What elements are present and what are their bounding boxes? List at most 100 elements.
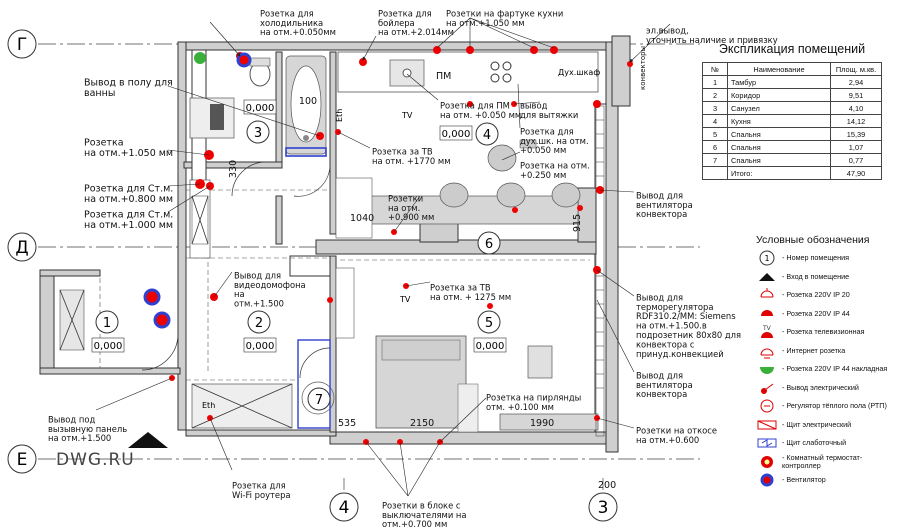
svg-text:1990: 1990	[530, 418, 554, 429]
callout-line: для вытяжки	[520, 110, 578, 120]
legend-item: - Розетка 220V IP 20	[752, 286, 898, 305]
callout-line: Вывод в полу для	[84, 78, 173, 89]
callout-line: вызывную панель	[48, 424, 127, 434]
room-number-cell: 2	[702, 88, 728, 102]
callout-line: бойлера	[378, 18, 415, 28]
svg-text:Г: Г	[17, 35, 27, 55]
room-name-cell: Спальня	[727, 153, 831, 167]
legend-item: - Интернет розетка	[752, 342, 898, 361]
legend-item: - Щит слаботочный	[752, 434, 898, 453]
callout-elout: эл.вывод,уточнить наличие и привязку	[646, 25, 778, 44]
callout-line: на отм.	[388, 203, 420, 213]
callout-line: Розетка для	[378, 8, 432, 18]
legend-item: - Вход в помещение	[752, 268, 898, 287]
callout-line: Розетка для Ст.м.	[84, 184, 173, 195]
svg-text:5: 5	[485, 316, 493, 331]
callout-line: Вывод для	[636, 292, 683, 302]
callout-line: на отм. +1770 мм	[372, 156, 451, 166]
svg-text:TV: TV	[762, 325, 772, 332]
legend-item-label: - Комнатный термостат-контроллер	[782, 452, 863, 470]
room-area-cell: 15,39	[830, 127, 882, 141]
total-blank-cell	[702, 166, 728, 180]
callout-line: холодильника	[260, 18, 323, 28]
callout-line: Розетка для	[232, 480, 286, 490]
callout-line: Вывод для	[636, 370, 683, 380]
axis-marker-g: Г	[7, 29, 37, 59]
callout-line: вентилятора	[636, 380, 693, 390]
legend-item-label: - Розетка 220V IP 44	[782, 308, 850, 318]
room-name-cell: Кухня	[727, 114, 831, 128]
legend-item-label: - Номер помещения	[782, 253, 850, 263]
svg-text:3: 3	[598, 498, 609, 518]
callout-line: ванны	[84, 88, 115, 99]
doors	[141, 161, 331, 379]
bedroom-furniture	[59, 177, 599, 433]
floor-heating-regulator-icon	[760, 399, 774, 413]
axis-marker-4: 4	[329, 492, 359, 522]
svg-text:1: 1	[764, 254, 769, 263]
svg-text:Дух.шкаф: Дух.шкаф	[558, 68, 600, 77]
total-value-cell: 47,90	[830, 166, 882, 180]
callout-line: отм.+0.700 мм	[382, 519, 447, 529]
callout-line: Розетки в блоке с	[382, 500, 461, 510]
callout-line: конвектора с	[636, 339, 695, 349]
legend-item-label: - Розетка 220V IP 20	[782, 290, 850, 300]
callout-wm800: Розетка для Ст.м.на отм.+0.800 мм	[84, 184, 173, 206]
legend-item-label: - Вход в помещение	[782, 271, 850, 281]
watermark: DWG.RU	[56, 450, 135, 470]
callout-line: дух.шк. на отм.	[520, 136, 589, 146]
svg-text:2150: 2150	[410, 418, 434, 429]
callout-line: Розетка за ТВ	[430, 282, 491, 292]
svg-text:Eth: Eth	[202, 401, 215, 410]
room-labels: 1 0,000 2 0,000 3 0,000 4 0,000 5 0,000 …	[91, 68, 600, 411]
room-area-cell: 0,77	[830, 153, 882, 167]
callout-line: на отм.+0.800 мм	[84, 194, 173, 205]
callout-line: Розетка на отм.	[520, 160, 590, 170]
legend-item: - Комнатный термостат-контроллер	[752, 453, 898, 472]
callout-line: Розетки	[388, 193, 423, 203]
svg-text:Е: Е	[17, 450, 28, 470]
callout-line: на отм.+1.500.в	[636, 321, 707, 331]
svg-text:0,000: 0,000	[476, 341, 505, 352]
callout-line: конвектора	[636, 389, 687, 399]
explication-table: Экспликация помещений № Наименование Пло…	[702, 42, 882, 180]
legend-item-label: - Щит слаботочный	[782, 438, 847, 448]
room-number-cell: 5	[702, 127, 728, 141]
room-area-cell: 2,94	[830, 75, 882, 89]
thermostat-icon	[761, 455, 773, 468]
legend-item-label: - Вывод электрический	[782, 382, 859, 392]
room-number-cell: 3	[702, 101, 728, 115]
svg-text:Eth: Eth	[335, 109, 344, 122]
room-name-cell: Тамбур	[727, 75, 831, 89]
callout-line: Розетки на откосе	[636, 425, 717, 435]
internet-socket-icon	[760, 348, 774, 359]
svg-text:3: 3	[254, 126, 262, 141]
callout-wm1000: Розетка для Ст.м.на отм.+1.000 мм	[84, 210, 173, 232]
low-current-panel-icon	[757, 438, 777, 448]
room-area-cell: 9,51	[830, 88, 882, 102]
fan-markers	[143, 52, 252, 329]
entrance-marker	[128, 432, 168, 448]
svg-text:TV: TV	[401, 111, 413, 120]
svg-text:0,000: 0,000	[246, 341, 275, 352]
callout-line: на отм.+2.014мм	[378, 27, 454, 37]
explication-header: Площ. м.кв.	[830, 62, 882, 76]
callout-line: Wi-Fi роутера	[232, 490, 291, 500]
entrance-icon	[759, 272, 775, 281]
total-label-cell: Итого:	[727, 166, 831, 180]
